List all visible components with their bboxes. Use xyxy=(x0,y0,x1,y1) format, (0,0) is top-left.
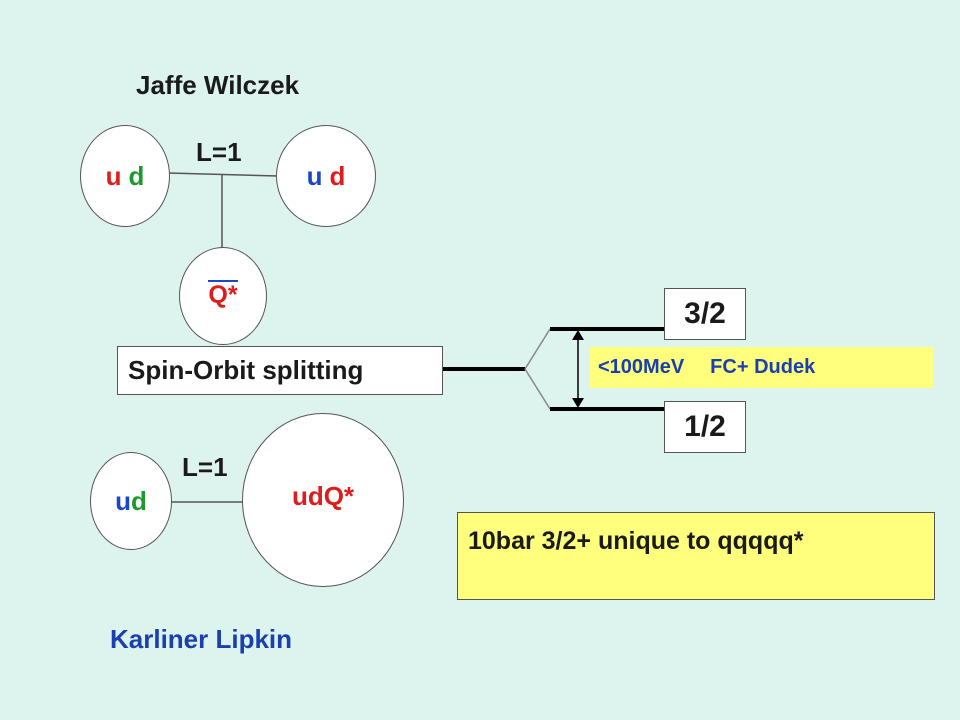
left-diquark: u d xyxy=(80,125,170,227)
antiquark: Q* xyxy=(179,247,267,345)
d-quark-label: d xyxy=(131,485,147,516)
triquark-label: udQ* xyxy=(291,480,355,511)
karliner-lipkin-title: Karliner Lipkin xyxy=(110,624,293,654)
gap-box: <100MeV FC+ Dudek xyxy=(590,347,934,388)
gap-label: <100MeV xyxy=(598,356,685,378)
d-quark-label: d xyxy=(128,160,145,191)
upper-level-label: 3/2 xyxy=(684,297,726,330)
d-quark-label: d xyxy=(329,160,346,191)
orbital-label: L=1 xyxy=(182,452,228,482)
jaffe-wilczek-title: Jaffe Wilczek xyxy=(136,70,300,100)
note-text: 10bar 3/2+ unique to qqqqq* xyxy=(468,527,804,555)
triquark: udQ* xyxy=(242,413,404,587)
u-quark-label: u xyxy=(115,485,131,516)
orbital-label: L=1 xyxy=(196,137,242,167)
note-box: 10bar 3/2+ unique to qqqqq* xyxy=(457,512,935,600)
right-diquark: u d xyxy=(276,125,376,227)
spin-orbit-splitting-label: Spin-Orbit splitting xyxy=(128,355,364,385)
u-quark-label: u xyxy=(306,160,323,191)
gap-reference: FC+ Dudek xyxy=(710,356,816,378)
diquark: u d xyxy=(90,452,172,550)
spin-orbit-splitting-box: Spin-Orbit splitting xyxy=(117,346,443,395)
u-quark-label: u xyxy=(105,160,122,191)
upper-level-box: 3/2 xyxy=(664,288,746,340)
lower-level-label: 1/2 xyxy=(684,410,726,443)
antiquark-label: Q* xyxy=(208,280,238,309)
lower-level-box: 1/2 xyxy=(664,401,746,453)
